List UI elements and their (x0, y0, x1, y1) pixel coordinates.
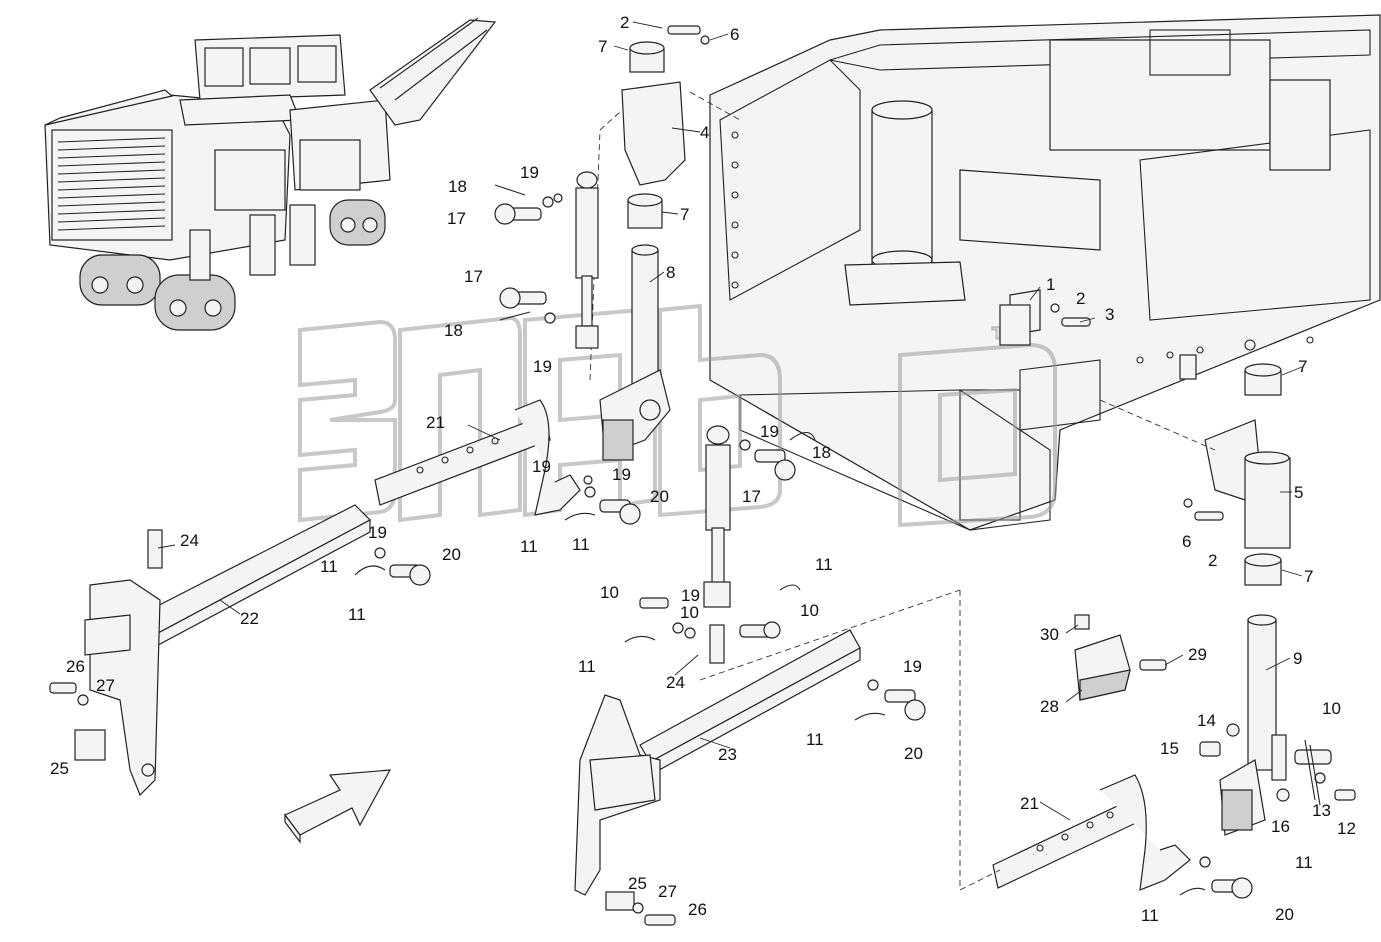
pins-and-washers (354, 184, 926, 721)
column-assembly-right (1099, 363, 1291, 836)
callout-16: 16 (1271, 817, 1290, 836)
callout-9: 9 (1293, 649, 1302, 668)
callout-7: 7 (1304, 567, 1313, 586)
callout-2: 2 (1208, 551, 1217, 570)
callout-20: 20 (442, 545, 461, 564)
hardware-12-16 (1199, 723, 1356, 806)
callout-17: 17 (742, 487, 761, 506)
beam-23 (574, 624, 861, 911)
callouts: 2674781819171718192119201119181724192011… (50, 13, 1356, 925)
callout-17: 17 (447, 209, 466, 228)
main-frame (709, 14, 1381, 531)
callout-20: 20 (1275, 905, 1294, 924)
callout-8: 8 (666, 263, 675, 282)
callout-19: 19 (520, 163, 539, 182)
callout-14: 14 (1197, 711, 1216, 730)
callout-11: 11 (348, 605, 366, 624)
callout-2: 2 (1076, 289, 1085, 308)
callout-2: 2 (620, 13, 629, 32)
callout-7: 7 (680, 205, 689, 224)
callout-19: 19 (612, 465, 631, 484)
beam-22 (74, 504, 371, 797)
callout-11: 11 (1295, 853, 1313, 872)
callout-23: 23 (718, 745, 737, 764)
callout-6: 6 (730, 25, 739, 44)
hydraulic-cylinder-lower (703, 425, 731, 608)
callout-17: 17 (464, 267, 483, 286)
machine-overview (44, 17, 497, 331)
callout-26: 26 (688, 900, 707, 919)
callout-21: 21 (1020, 794, 1039, 813)
callout-12: 12 (1337, 819, 1356, 838)
callout-19: 19 (533, 357, 552, 376)
guide-lines (699, 589, 1001, 891)
callout-1: 1 (1046, 275, 1055, 294)
cross-bar-lower (992, 774, 1253, 899)
callout-10: 10 (800, 601, 819, 620)
callout-13: 13 (1312, 801, 1331, 820)
callout-25: 25 (628, 874, 647, 893)
callout-18: 18 (444, 321, 463, 340)
callout-15: 15 (1160, 739, 1179, 758)
callout-18: 18 (448, 177, 467, 196)
callout-22: 22 (240, 609, 259, 628)
callout-19: 19 (903, 657, 922, 676)
fasteners (49, 25, 1224, 926)
bracket-28 (1074, 614, 1167, 701)
callout-30: 30 (1040, 625, 1059, 644)
callout-7: 7 (1298, 357, 1307, 376)
callout-11: 11 (815, 555, 833, 574)
callout-24: 24 (666, 673, 685, 692)
callout-11: 11 (1141, 906, 1159, 925)
callout-10: 10 (680, 603, 699, 622)
cross-bar-upper (374, 399, 581, 516)
callout-6: 6 (1182, 532, 1191, 551)
callout-29: 29 (1188, 645, 1207, 664)
callout-25: 25 (50, 759, 69, 778)
callout-26: 26 (66, 657, 85, 676)
callout-21: 21 (426, 413, 445, 432)
hydraulic-cylinder-upper (575, 171, 599, 349)
callout-24: 24 (180, 531, 199, 550)
direction-arrow (284, 769, 392, 844)
callout-20: 20 (650, 487, 669, 506)
callout-20: 20 (904, 744, 923, 763)
callout-19: 19 (368, 523, 387, 542)
callout-11: 11 (806, 730, 824, 749)
callout-19: 19 (681, 586, 700, 605)
callout-3: 3 (1105, 305, 1114, 324)
callout-10: 10 (600, 583, 619, 602)
callout-19: 19 (532, 457, 551, 476)
callout-11: 11 (520, 537, 538, 556)
callout-11: 11 (572, 535, 590, 554)
callout-5: 5 (1294, 483, 1303, 502)
callout-27: 27 (96, 676, 115, 695)
callout-19: 19 (760, 422, 779, 441)
callout-10: 10 (1322, 699, 1341, 718)
leader-lines (157, 21, 1303, 821)
callout-4: 4 (700, 123, 709, 142)
callout-11: 11 (320, 557, 338, 576)
callout-27: 27 (658, 882, 677, 901)
callout-18: 18 (812, 443, 831, 462)
callout-28: 28 (1040, 697, 1059, 716)
callout-7: 7 (598, 37, 607, 56)
callout-11: 11 (578, 657, 596, 676)
